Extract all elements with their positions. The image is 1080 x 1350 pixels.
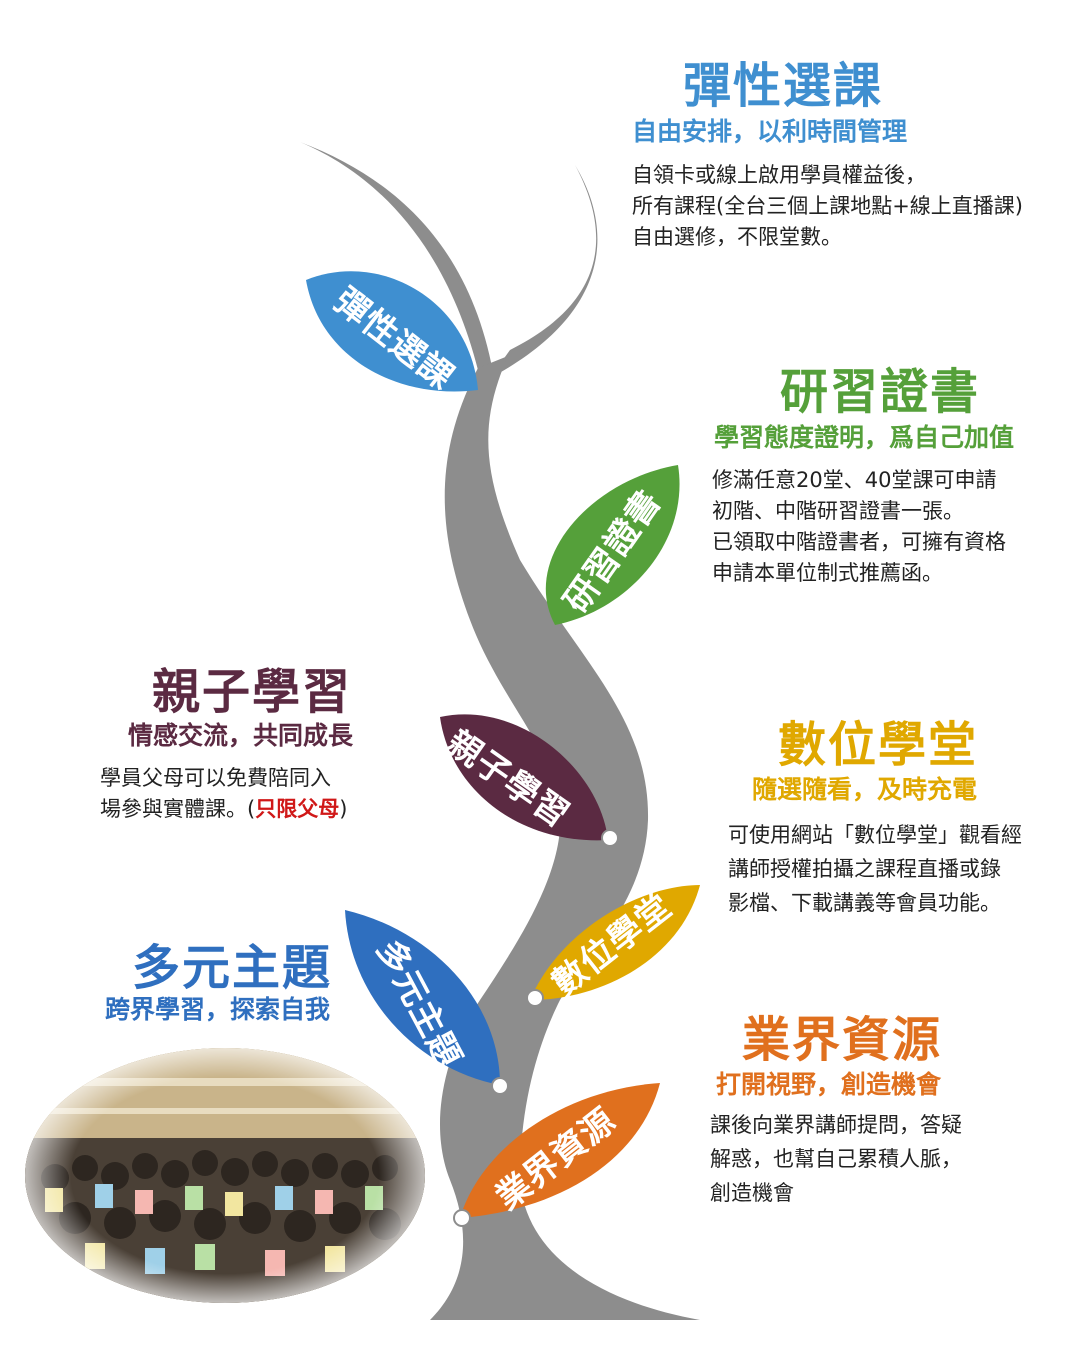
- leaf-digital: [530, 885, 700, 1000]
- node-dot: [491, 1077, 509, 1095]
- description-line: 自領卡或線上啟用學員權益後，: [632, 163, 926, 187]
- description-line: 已領取中階證書者，可擁有資格: [712, 530, 1006, 554]
- leaf-parent: [440, 714, 608, 841]
- node-dot: [453, 1209, 471, 1227]
- flexible-description: 自領卡或線上啟用學員權益後， 所有課程(全台三個上課地點+線上直播課) 自由選修…: [632, 160, 1023, 253]
- leaf-flexible: [306, 271, 478, 392]
- group-photo: [25, 1048, 425, 1303]
- description-line: 申請本單位制式推薦函。: [712, 561, 943, 585]
- description-text: ): [339, 797, 348, 821]
- parent-subtitle: 情感交流，共同成長: [128, 721, 354, 750]
- parent-description: 學員父母可以免費陪同入 場參與實體課。(只限父母): [100, 763, 347, 825]
- leaf-certificate: [545, 465, 680, 625]
- diverse-title: 多元主題: [132, 940, 333, 996]
- diverse-subtitle: 跨界學習，探索自我: [105, 995, 331, 1024]
- certificate-subtitle: 學習態度證明，爲自己加值: [714, 423, 1015, 452]
- description-line: 自由選修，不限堂數。: [632, 225, 842, 249]
- description-line: 學員父母可以免費陪同入: [100, 766, 331, 790]
- node-dot: [601, 829, 619, 847]
- description-line: 課後向業界講師提問，答疑: [710, 1113, 962, 1137]
- leaf-industry: [460, 1083, 660, 1218]
- description-line: 可使用網站「數位學堂」觀看經: [728, 823, 1022, 847]
- digital-description: 可使用網站「數位學堂」觀看經 講師授權拍攝之課程直播或錄 影檔、下載講義等會員功…: [728, 818, 1022, 920]
- digital-title: 數位學堂: [778, 717, 979, 773]
- leaf-diverse: [345, 910, 500, 1085]
- flexible-subtitle: 自由安排，以利時間管理: [632, 117, 908, 146]
- group-photo-illustration: [25, 1048, 425, 1303]
- certificate-description: 修滿任意20堂、40堂課可申請 初階、中階研習證書一張。 已領取中階證書者，可擁…: [712, 465, 1006, 589]
- description-line: 創造機會: [710, 1181, 794, 1205]
- description-line: 初階、中階研習證書一張。: [712, 499, 964, 523]
- parents-only-highlight: 只限父母: [255, 797, 340, 821]
- description-line: 影檔、下載講義等會員功能。: [728, 891, 1001, 915]
- description-line: 講師授權拍攝之課程直播或錄: [728, 857, 1001, 881]
- node-dot: [526, 989, 544, 1007]
- description-text: 場參與實體課。(: [100, 797, 256, 821]
- description-line: 解惑，也幫自己累積人脈，: [710, 1147, 962, 1171]
- industry-subtitle: 打開視野，創造機會: [716, 1070, 942, 1099]
- description-line: 所有課程(全台三個上課地點+線上直播課): [632, 194, 1023, 218]
- description-line: 修滿任意20堂、40堂課可申請: [712, 468, 997, 492]
- industry-description: 課後向業界講師提問，答疑 解惑，也幫自己累積人脈， 創造機會: [710, 1108, 962, 1210]
- parent-title: 親子學習: [152, 664, 353, 720]
- digital-subtitle: 隨選隨看，及時充電: [752, 775, 978, 804]
- industry-title: 業界資源: [742, 1012, 943, 1068]
- certificate-title: 研習證書: [780, 364, 981, 420]
- description-line: 場參與實體課。(只限父母): [100, 794, 347, 825]
- flexible-title: 彈性選課: [683, 58, 884, 114]
